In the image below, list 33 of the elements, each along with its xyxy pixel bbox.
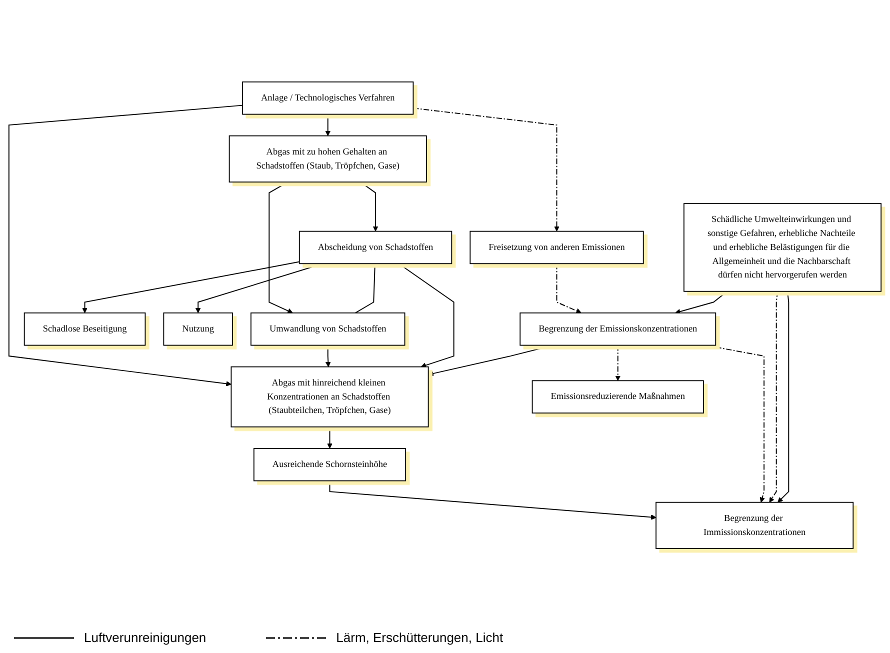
arrow [195,262,324,313]
arrow [325,344,331,367]
process-box: Umwandlung von Schadstoffen [250,312,406,346]
arrow [398,262,454,368]
arrow [769,290,778,502]
arrow [360,181,378,232]
legend-text: Lärm, Erschütterungen, Licht [336,630,504,645]
process-box: Begrenzung der Immissionskonzentrationen [656,502,854,549]
legend-text: Luftverunreinigungen [84,630,206,645]
arrow [615,344,621,381]
process-box: Nutzung [163,312,233,346]
process-box: Emissionsreduzierende Maßnahmen [532,380,704,414]
process-box: Begrenzung der Emissionskonzentrationen [520,312,716,346]
arrow [778,290,790,502]
arrow [329,480,656,520]
arrow [325,114,331,136]
arrow [675,290,728,314]
process-box: Anlage / Technologisches Verfahren [242,81,414,114]
process-box: Abscheidung von Schadstoffen [298,230,452,264]
arrow [705,344,765,502]
arrow [82,261,300,313]
process-box: Freisetzung von anderen Emissionen [470,230,644,264]
arrow [8,104,244,386]
process-box: Ausreichende Schornsteinhöhe [253,448,406,481]
arrow [327,426,332,448]
process-box: Schadlose Beseitigung [24,312,146,346]
process-box: Schädliche Umwelteinwirkungen und sonstige Gefahren, erhebliche Nachteile und erhebliche Belästigungen für die Allgemeinheit und die Nachbarschaft dürfen nicht hervorgerufen werden [683,202,882,292]
arrow [412,107,560,232]
arrow [428,344,554,376]
arrow [268,181,293,314]
process-box: Abgas mit hinreichend kleinen Konzentrationen an Schadstoffen (Staubteilchen, Tröpfchen, Gase) [230,366,429,428]
process-box: Abgas mit zu hohen Gehalten an Schadstoffen (Staub, Tröpfchen, Gase) [228,135,427,182]
arrow [556,262,582,314]
